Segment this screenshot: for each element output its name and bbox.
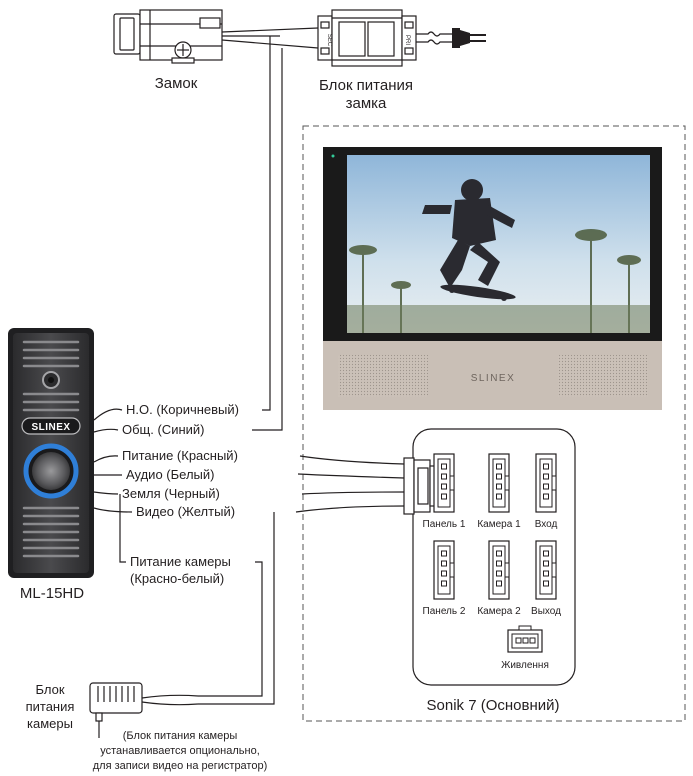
wire-label-no: Н.О. (Коричневый) xyxy=(126,402,239,417)
connector-port: Вход xyxy=(535,453,558,530)
wire-label-common: Общ. (Синий) xyxy=(122,422,205,437)
monitor-brand: SLINEX xyxy=(471,373,516,384)
wire-common-route xyxy=(252,48,283,431)
lock-power-supply: SEC PRI xyxy=(317,9,417,67)
panel-grill-top xyxy=(22,340,80,412)
camera-psu-note-line1: (Блок питания камеры xyxy=(123,730,238,742)
speaker-left xyxy=(338,355,428,397)
connector-port-label: Камера 1 xyxy=(477,519,521,530)
connector-port-label: Вход xyxy=(535,519,558,530)
monitor: SLINEX xyxy=(323,147,662,410)
connector-port-power: Живлення xyxy=(501,625,549,671)
sec-text: SEC xyxy=(326,34,332,47)
wire-label-audio: Аудио (Белый) xyxy=(126,467,214,482)
wire-label-camera-power-line1: Питание камеры xyxy=(130,554,231,569)
lock-power-label-line1: Блок питания xyxy=(319,77,413,94)
mains-plug xyxy=(416,28,486,48)
connector-port-label: Камера 2 xyxy=(477,606,521,617)
panel-grill-bottom xyxy=(22,506,80,558)
connector-port: Выход xyxy=(531,540,561,617)
monitor-screen xyxy=(347,155,650,333)
connector-port: Камера 1 xyxy=(477,453,521,530)
wire-label-camera-power-line2: (Красно-белый) xyxy=(130,571,224,586)
camera-psu-label-line3: камеры xyxy=(27,716,73,731)
camera-power-supply xyxy=(89,682,199,738)
panel-brand: SLINEX xyxy=(31,422,70,433)
wire-label-power: Питание (Красный) xyxy=(122,448,238,463)
wire-label-video: Видео (Желтый) xyxy=(136,504,235,519)
connector-port-label: Панель 2 xyxy=(423,606,466,617)
connector-port: Камера 2 xyxy=(477,540,521,617)
camera-psu-label-line1: Блок xyxy=(35,682,64,697)
connector-port: Панель 1 xyxy=(423,453,466,530)
pri-text: PRI xyxy=(404,35,410,45)
lock-power-label-line2: замка xyxy=(346,95,387,112)
wire-no-route xyxy=(262,36,271,411)
connector-port-label: Панель 1 xyxy=(423,519,466,530)
camera-psu-note-line2: устанавливается опционально, xyxy=(100,745,260,757)
wire-label-ground: Земля (Черный) xyxy=(122,486,220,501)
door-panel: SLINEX xyxy=(8,328,94,578)
camera-psu-note-line3: для записи видео на регистратор) xyxy=(93,760,268,772)
panel-model-label: ML-15HD xyxy=(20,585,84,602)
panel-brand-badge xyxy=(21,417,81,435)
monitor-dashed-area xyxy=(302,125,686,722)
lock-label: Замок xyxy=(155,75,198,92)
skater-image xyxy=(422,179,516,301)
monitor-model-label: Sonik 7 (Основний) xyxy=(427,697,560,714)
connector-port: Панель 2 xyxy=(423,540,466,617)
connector-port-label: Живлення xyxy=(501,660,549,671)
panel-wires xyxy=(93,408,405,705)
monitor-led-icon xyxy=(331,154,335,158)
camera-psu-label-line2: питания xyxy=(26,699,75,714)
lock-device xyxy=(113,9,223,64)
connector-port-label: Выход xyxy=(531,606,561,617)
speaker-right xyxy=(558,355,648,397)
lock-wire-a xyxy=(221,27,319,33)
